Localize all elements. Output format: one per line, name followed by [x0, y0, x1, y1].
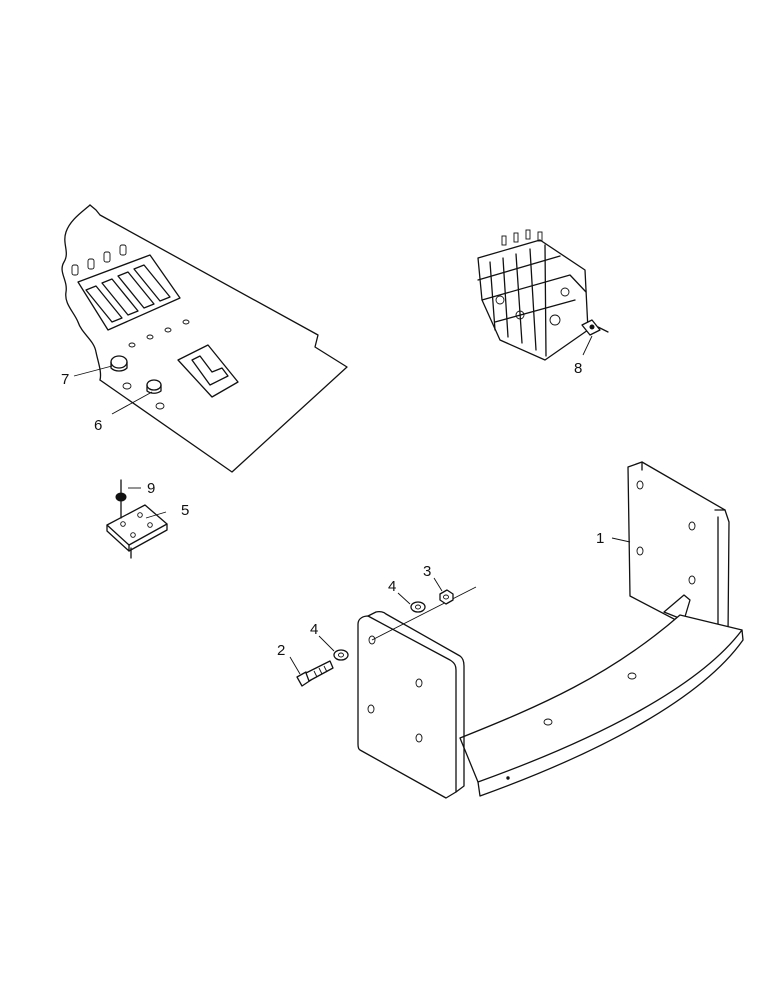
leader-lines: [73, 335, 631, 675]
shift-gate: [177, 344, 239, 398]
callout-5: 5: [181, 502, 189, 519]
callout-1: 1: [596, 530, 604, 547]
bracket-1: [357, 461, 744, 799]
fitting-8: [581, 319, 609, 336]
callout-4-front: 4: [310, 621, 318, 638]
plug-6: [146, 379, 165, 410]
bolt-2: [296, 660, 334, 687]
floor-plate: [61, 204, 348, 473]
nut-9: [115, 492, 127, 502]
callout-4-back: 4: [388, 578, 396, 595]
nut-3: [439, 589, 454, 605]
callout-6: 6: [94, 417, 102, 434]
washer-4-front: [333, 649, 349, 661]
hardware-stack: [296, 586, 477, 687]
callout-2: 2: [277, 642, 285, 659]
callout-8: 8: [574, 360, 582, 377]
control-valve: [477, 229, 609, 361]
callout-3: 3: [423, 563, 431, 580]
callout-9: 9: [147, 480, 155, 497]
callout-7: 7: [61, 371, 69, 388]
washer-4-back: [410, 601, 426, 613]
plate-5: [106, 479, 168, 559]
pedal-slot-panel: [71, 244, 181, 331]
plug-7: [110, 355, 132, 390]
